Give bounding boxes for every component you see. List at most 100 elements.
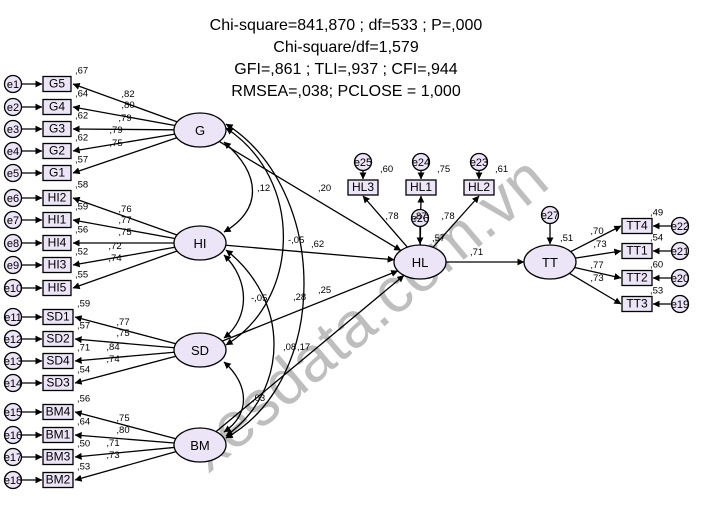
loading-g3: ,79 bbox=[118, 113, 131, 124]
error-e23 bbox=[469, 152, 489, 172]
error-e6-label: e6 bbox=[7, 193, 19, 205]
r2-sd3: ,54 bbox=[77, 365, 90, 376]
error-e11-label: e11 bbox=[4, 312, 22, 324]
indicator-bm1-label: BM1 bbox=[46, 428, 71, 442]
r2-tt1: ,54 bbox=[650, 233, 663, 244]
error-e17-label: e17 bbox=[4, 452, 22, 464]
indicator-tt4 bbox=[621, 217, 653, 235]
error-e26-label: e26 bbox=[411, 213, 429, 225]
error-e22-label: e22 bbox=[671, 221, 689, 233]
r2-g5: ,67 bbox=[75, 66, 88, 77]
indicator-g5-label: G5 bbox=[49, 77, 65, 91]
indicator-hl2-label: HL2 bbox=[468, 180, 490, 194]
indicator-tt4-label: TT4 bbox=[626, 219, 648, 233]
arrow-bm-bm1 bbox=[74, 432, 175, 444]
fit-line-3: GFI=,861 ; TLI=,937 ; CFI=,944 bbox=[234, 61, 457, 78]
error-e12 bbox=[3, 329, 23, 349]
error-e1-label: e1 bbox=[7, 79, 19, 91]
indicator-hi5-label: HI5 bbox=[48, 281, 67, 295]
indicator-bm2 bbox=[42, 471, 74, 489]
indicator-hi2 bbox=[42, 189, 72, 207]
loading-g2: ,79 bbox=[109, 125, 122, 136]
latent-hi bbox=[173, 225, 227, 261]
error-e7 bbox=[3, 210, 23, 230]
r2-hl2: ,61 bbox=[495, 164, 508, 175]
fit-line-4: RMSEA=,038; PCLOSE = 1,000 bbox=[231, 83, 461, 100]
error-e5-label: e5 bbox=[7, 168, 19, 180]
r2-hl3: ,60 bbox=[380, 164, 393, 175]
r2-hi1: ,59 bbox=[75, 202, 88, 213]
error-e19 bbox=[670, 294, 690, 314]
fit-line-1: Chi-square=841,870 ; df=533 ; P=,000 bbox=[210, 17, 483, 34]
indicator-hi1 bbox=[42, 211, 72, 229]
indicator-hl3 bbox=[347, 179, 379, 196]
error-e15 bbox=[3, 402, 23, 422]
arrow-sd-sd4 bbox=[74, 351, 175, 364]
coef-sd-hl: ,28 bbox=[293, 292, 306, 303]
loading-sd4: ,84 bbox=[106, 342, 119, 353]
indicator-bm2-label: BM2 bbox=[46, 473, 71, 487]
indicator-hi1-label: HI1 bbox=[48, 213, 67, 227]
indicator-hi2-label: HI2 bbox=[48, 191, 67, 205]
arrow-g-g5 bbox=[72, 82, 178, 123]
indicator-sd1-label: SD1 bbox=[46, 310, 70, 324]
latent-label-sd: SD bbox=[191, 343, 209, 358]
cov-sd-bm bbox=[223, 361, 245, 433]
path-sd-hl bbox=[221, 270, 399, 342]
error-e5 bbox=[3, 163, 23, 183]
indicator-hl2 bbox=[463, 179, 495, 196]
error-e6 bbox=[3, 188, 23, 208]
indicator-tt3 bbox=[621, 295, 653, 313]
arrow-sd-sd1 bbox=[74, 315, 177, 345]
path-hi-hl bbox=[225, 244, 395, 263]
loading-bm4: ,75 bbox=[116, 413, 129, 424]
error-e4-label: e4 bbox=[7, 146, 19, 158]
arrow-tt-tt1 bbox=[575, 248, 622, 259]
loading-tt2: ,77 bbox=[590, 260, 603, 271]
path-bm-hl bbox=[215, 274, 405, 433]
latent-g bbox=[173, 112, 227, 148]
indicator-hi5 bbox=[42, 279, 72, 297]
error-e3-label: e3 bbox=[7, 124, 19, 136]
loading-tt1: ,73 bbox=[593, 239, 606, 250]
error-e10-label: e10 bbox=[4, 283, 22, 295]
latent-label-g: G bbox=[195, 123, 205, 138]
r2-hl: ,57 bbox=[432, 233, 445, 244]
r2-hi2: ,58 bbox=[75, 180, 88, 191]
coef-hi-sd: -,05 bbox=[251, 293, 267, 304]
indicator-bm1 bbox=[42, 426, 74, 444]
error-e21-label: e21 bbox=[671, 246, 689, 258]
arrow-g-g4 bbox=[72, 104, 176, 127]
indicator-sd2 bbox=[42, 330, 74, 348]
r2-tt4: ,49 bbox=[650, 208, 663, 219]
error-e19-label: e19 bbox=[671, 299, 689, 311]
indicator-bm4 bbox=[42, 403, 74, 421]
r2-hi3: ,52 bbox=[75, 247, 88, 258]
error-e8 bbox=[3, 233, 23, 253]
loading-hi4: ,75 bbox=[118, 227, 131, 238]
cov-g-sd bbox=[225, 127, 285, 346]
error-e16-label: e16 bbox=[4, 430, 22, 442]
indicator-sd2-label: SD2 bbox=[46, 332, 70, 346]
cov-hi-sd bbox=[223, 254, 244, 339]
indicator-sd3 bbox=[42, 374, 74, 392]
error-e14-label: e14 bbox=[4, 378, 22, 390]
error-e22 bbox=[670, 216, 690, 236]
error-e7-label: e7 bbox=[7, 215, 19, 227]
error-e20-label: e20 bbox=[671, 273, 689, 285]
error-e3 bbox=[3, 119, 23, 139]
error-e9 bbox=[3, 255, 23, 275]
loading-hl2: ,78 bbox=[441, 211, 454, 222]
loading-hl3: ,78 bbox=[385, 211, 398, 222]
indicator-sd4-label: SD4 bbox=[46, 354, 70, 368]
error-e20 bbox=[670, 268, 690, 288]
error-e16 bbox=[3, 425, 23, 445]
arrow-tt-tt3 bbox=[569, 272, 622, 305]
coef-g-hi: ,12 bbox=[257, 183, 270, 194]
path-arrows bbox=[22, 80, 671, 484]
coef-hi-hl: -,05 bbox=[288, 235, 304, 246]
error-e9-label: e9 bbox=[7, 260, 19, 272]
error-e24-label: e24 bbox=[412, 157, 430, 169]
indicator-g4 bbox=[42, 98, 72, 116]
